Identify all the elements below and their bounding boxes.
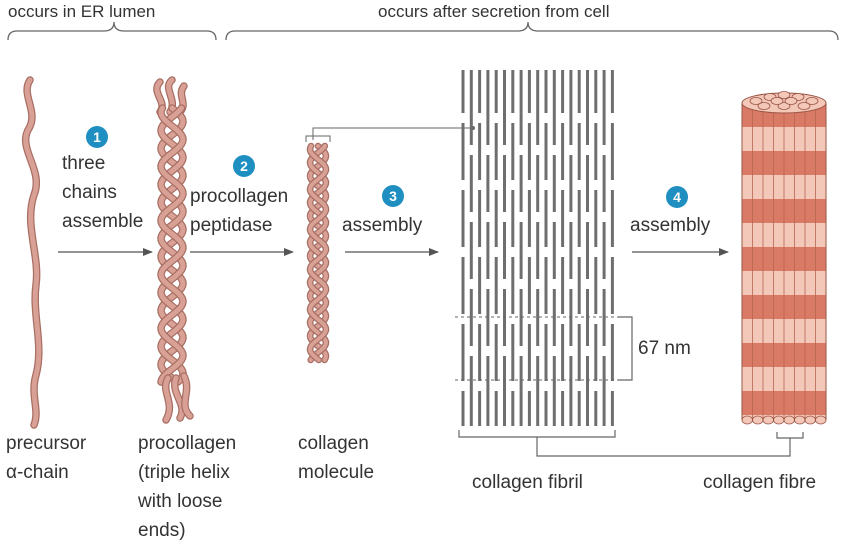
period-label: 67 nm <box>638 338 691 359</box>
molecule-label: collagen molecule <box>298 433 375 483</box>
collagen-fibre-graphic <box>741 91 827 425</box>
step-3-badge: 3 <box>382 185 404 207</box>
step-2-badge: 2 <box>233 155 255 177</box>
precursor-label: precursor α-chain <box>6 433 87 483</box>
secretion-brace <box>225 21 839 41</box>
zoom-connector <box>312 127 473 140</box>
secretion-label: occurs after secretion from cell <box>378 2 610 21</box>
fibre-label: collagen fibre <box>703 472 817 493</box>
fibril-bracket <box>458 430 791 457</box>
step-2-label: procollagen peptidase <box>190 186 289 236</box>
collagen-molecule <box>306 142 330 364</box>
step-4-badge: 4 <box>666 186 688 208</box>
precursor-alpha-chain <box>21 76 43 429</box>
procollagen-label: procollagen (triple helix with loose end… <box>138 433 237 541</box>
procollagen-triple-helix <box>153 76 194 424</box>
er-lumen-label: occurs in ER lumen <box>8 2 156 21</box>
step-1-label: three chains assemble <box>62 153 144 232</box>
step-1-badge: 1 <box>86 126 108 148</box>
fibre-bracket <box>776 432 804 439</box>
fibril-label: collagen fibril <box>472 472 583 493</box>
er-lumen-brace <box>7 21 217 41</box>
molecule-bracket <box>305 135 331 142</box>
collagen-fibril-graphic <box>461 70 614 426</box>
step-4-label: assembly <box>630 215 711 236</box>
step-3-label: assembly <box>342 215 423 236</box>
period-marker <box>455 316 633 381</box>
